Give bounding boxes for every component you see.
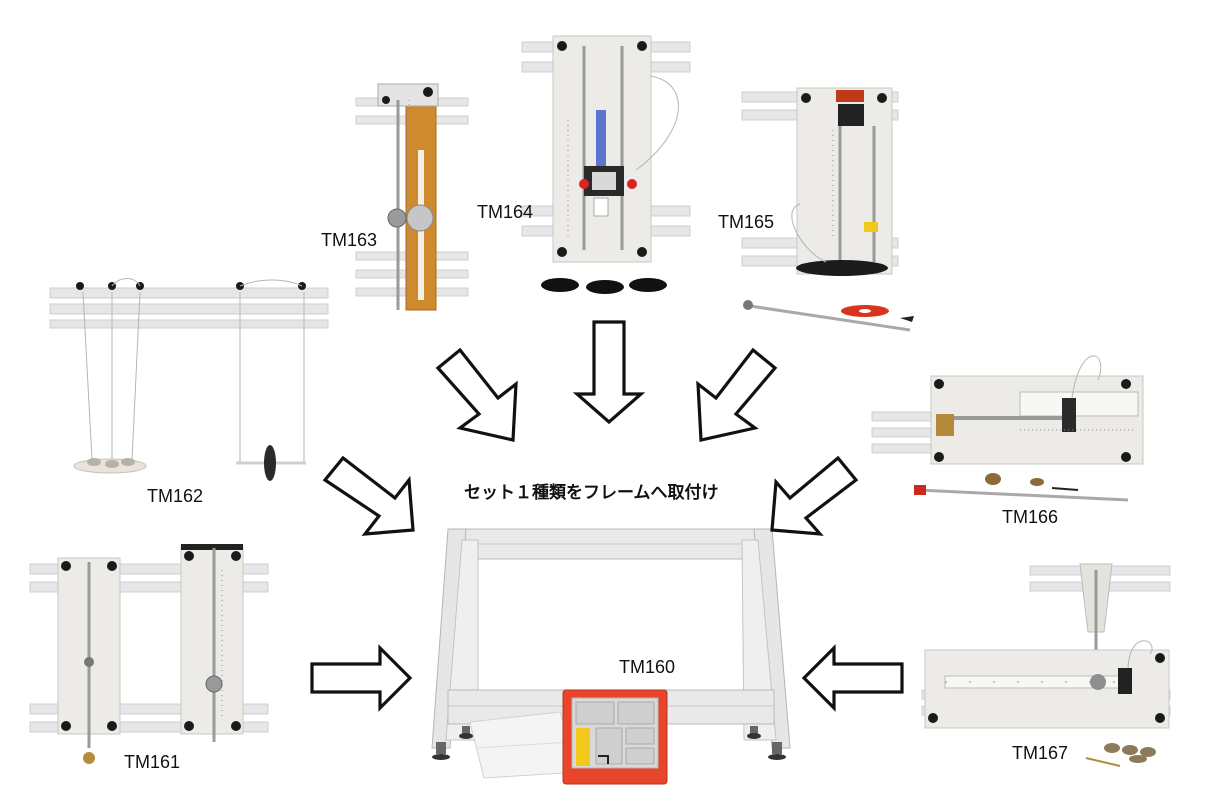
tm160-label: TM160 (619, 657, 675, 677)
arrow-tm167-to-frame (801, 644, 904, 712)
arrow-tm165-to-frame (696, 347, 778, 442)
tm166-label: TM166 (1002, 507, 1058, 527)
tm167-apparatus (921, 563, 1171, 767)
arrow-tm166-to-frame (770, 455, 859, 536)
tm162-apparatus (49, 278, 329, 481)
arrow-tm162-to-frame (322, 455, 415, 536)
tm163-label: TM163 (321, 230, 377, 250)
tm161-apparatus (29, 544, 269, 764)
tm165-label: TM165 (718, 212, 774, 232)
diagram-title: セット１種類をフレームへ取付け (464, 482, 719, 503)
tm162-label: TM162 (147, 486, 203, 506)
tm163-apparatus (355, 83, 469, 311)
tm167-label: TM167 (1012, 743, 1068, 763)
arrow-tm163-to-frame (435, 347, 518, 442)
tm161-label: TM161 (124, 752, 180, 772)
tm164-label: TM164 (477, 202, 533, 222)
tm164-apparatus (521, 35, 691, 294)
arrow-tm161-to-frame (310, 644, 413, 712)
tm165-apparatus (741, 87, 914, 332)
tm166-apparatus (871, 355, 1144, 502)
arrow-tm164-to-frame (572, 320, 646, 425)
tm160-frame (431, 528, 791, 785)
